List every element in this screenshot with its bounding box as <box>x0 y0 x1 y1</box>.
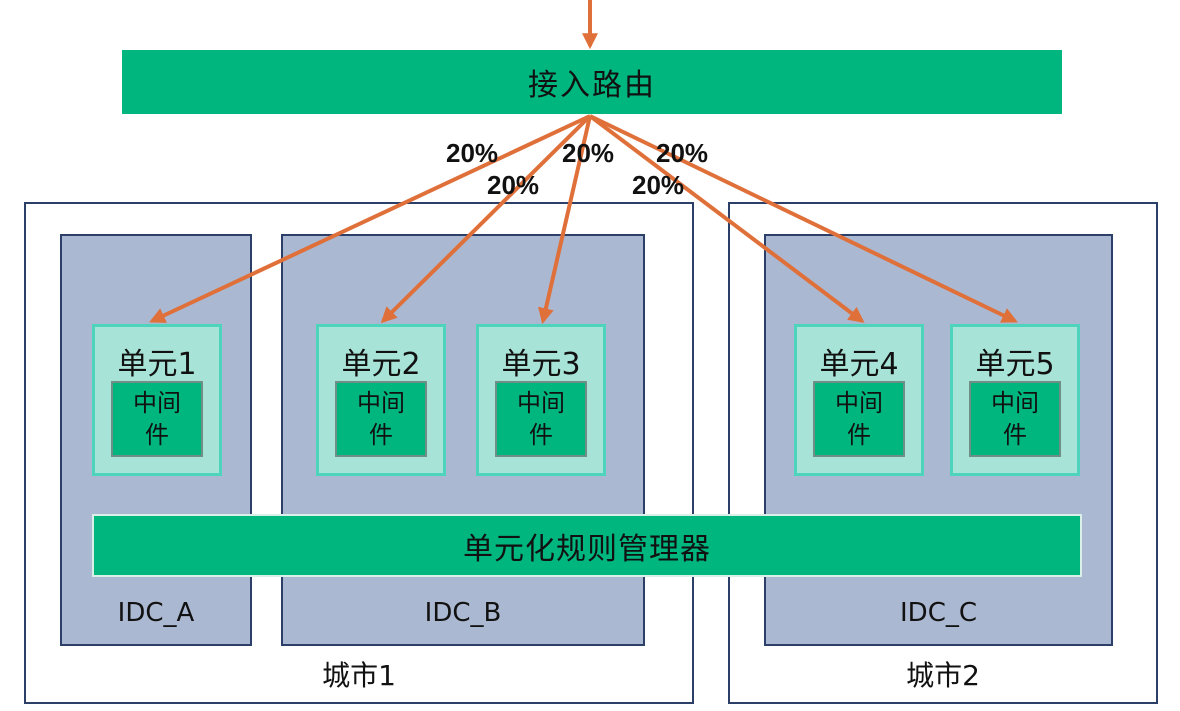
split-label-unit-1: 20% <box>446 138 499 168</box>
unit-3: 单元3 中间 件 <box>476 324 606 476</box>
middleware-box: 中间 件 <box>495 381 587 457</box>
unit-1: 单元1 中间 件 <box>92 324 222 476</box>
split-label-unit-2: 20% <box>487 170 540 200</box>
unit-label: 单元3 <box>501 347 581 382</box>
unit-label: 单元5 <box>975 347 1055 382</box>
city-2-label: 城市2 <box>906 659 980 692</box>
unit-label: 单元4 <box>819 347 899 382</box>
unit-label: 单元2 <box>341 347 421 382</box>
unit-2: 单元2 中间 件 <box>316 324 446 476</box>
split-label-unit-4: 20% <box>632 170 685 200</box>
city-1-label: 城市1 <box>322 659 396 692</box>
idc-c-label: IDC_C <box>900 598 977 628</box>
access-router: 接入路由 <box>122 50 1062 114</box>
middleware-box: 中间 件 <box>111 381 203 457</box>
unit-4: 单元4 中间 件 <box>794 324 924 476</box>
middleware-box: 中间 件 <box>969 381 1061 457</box>
split-label-unit-5: 20% <box>656 138 709 168</box>
split-label-unit-3: 20% <box>562 138 615 168</box>
unit-rule-manager: 单元化规则管理器 <box>92 514 1082 577</box>
unit-label: 单元1 <box>117 347 197 382</box>
middleware-box: 中间 件 <box>813 381 905 457</box>
idc-a-label: IDC_A <box>117 598 195 628</box>
unit-5: 单元5 中间 件 <box>950 324 1080 476</box>
idc-b-label: IDC_B <box>424 598 502 628</box>
middleware-box: 中间 件 <box>335 381 427 457</box>
